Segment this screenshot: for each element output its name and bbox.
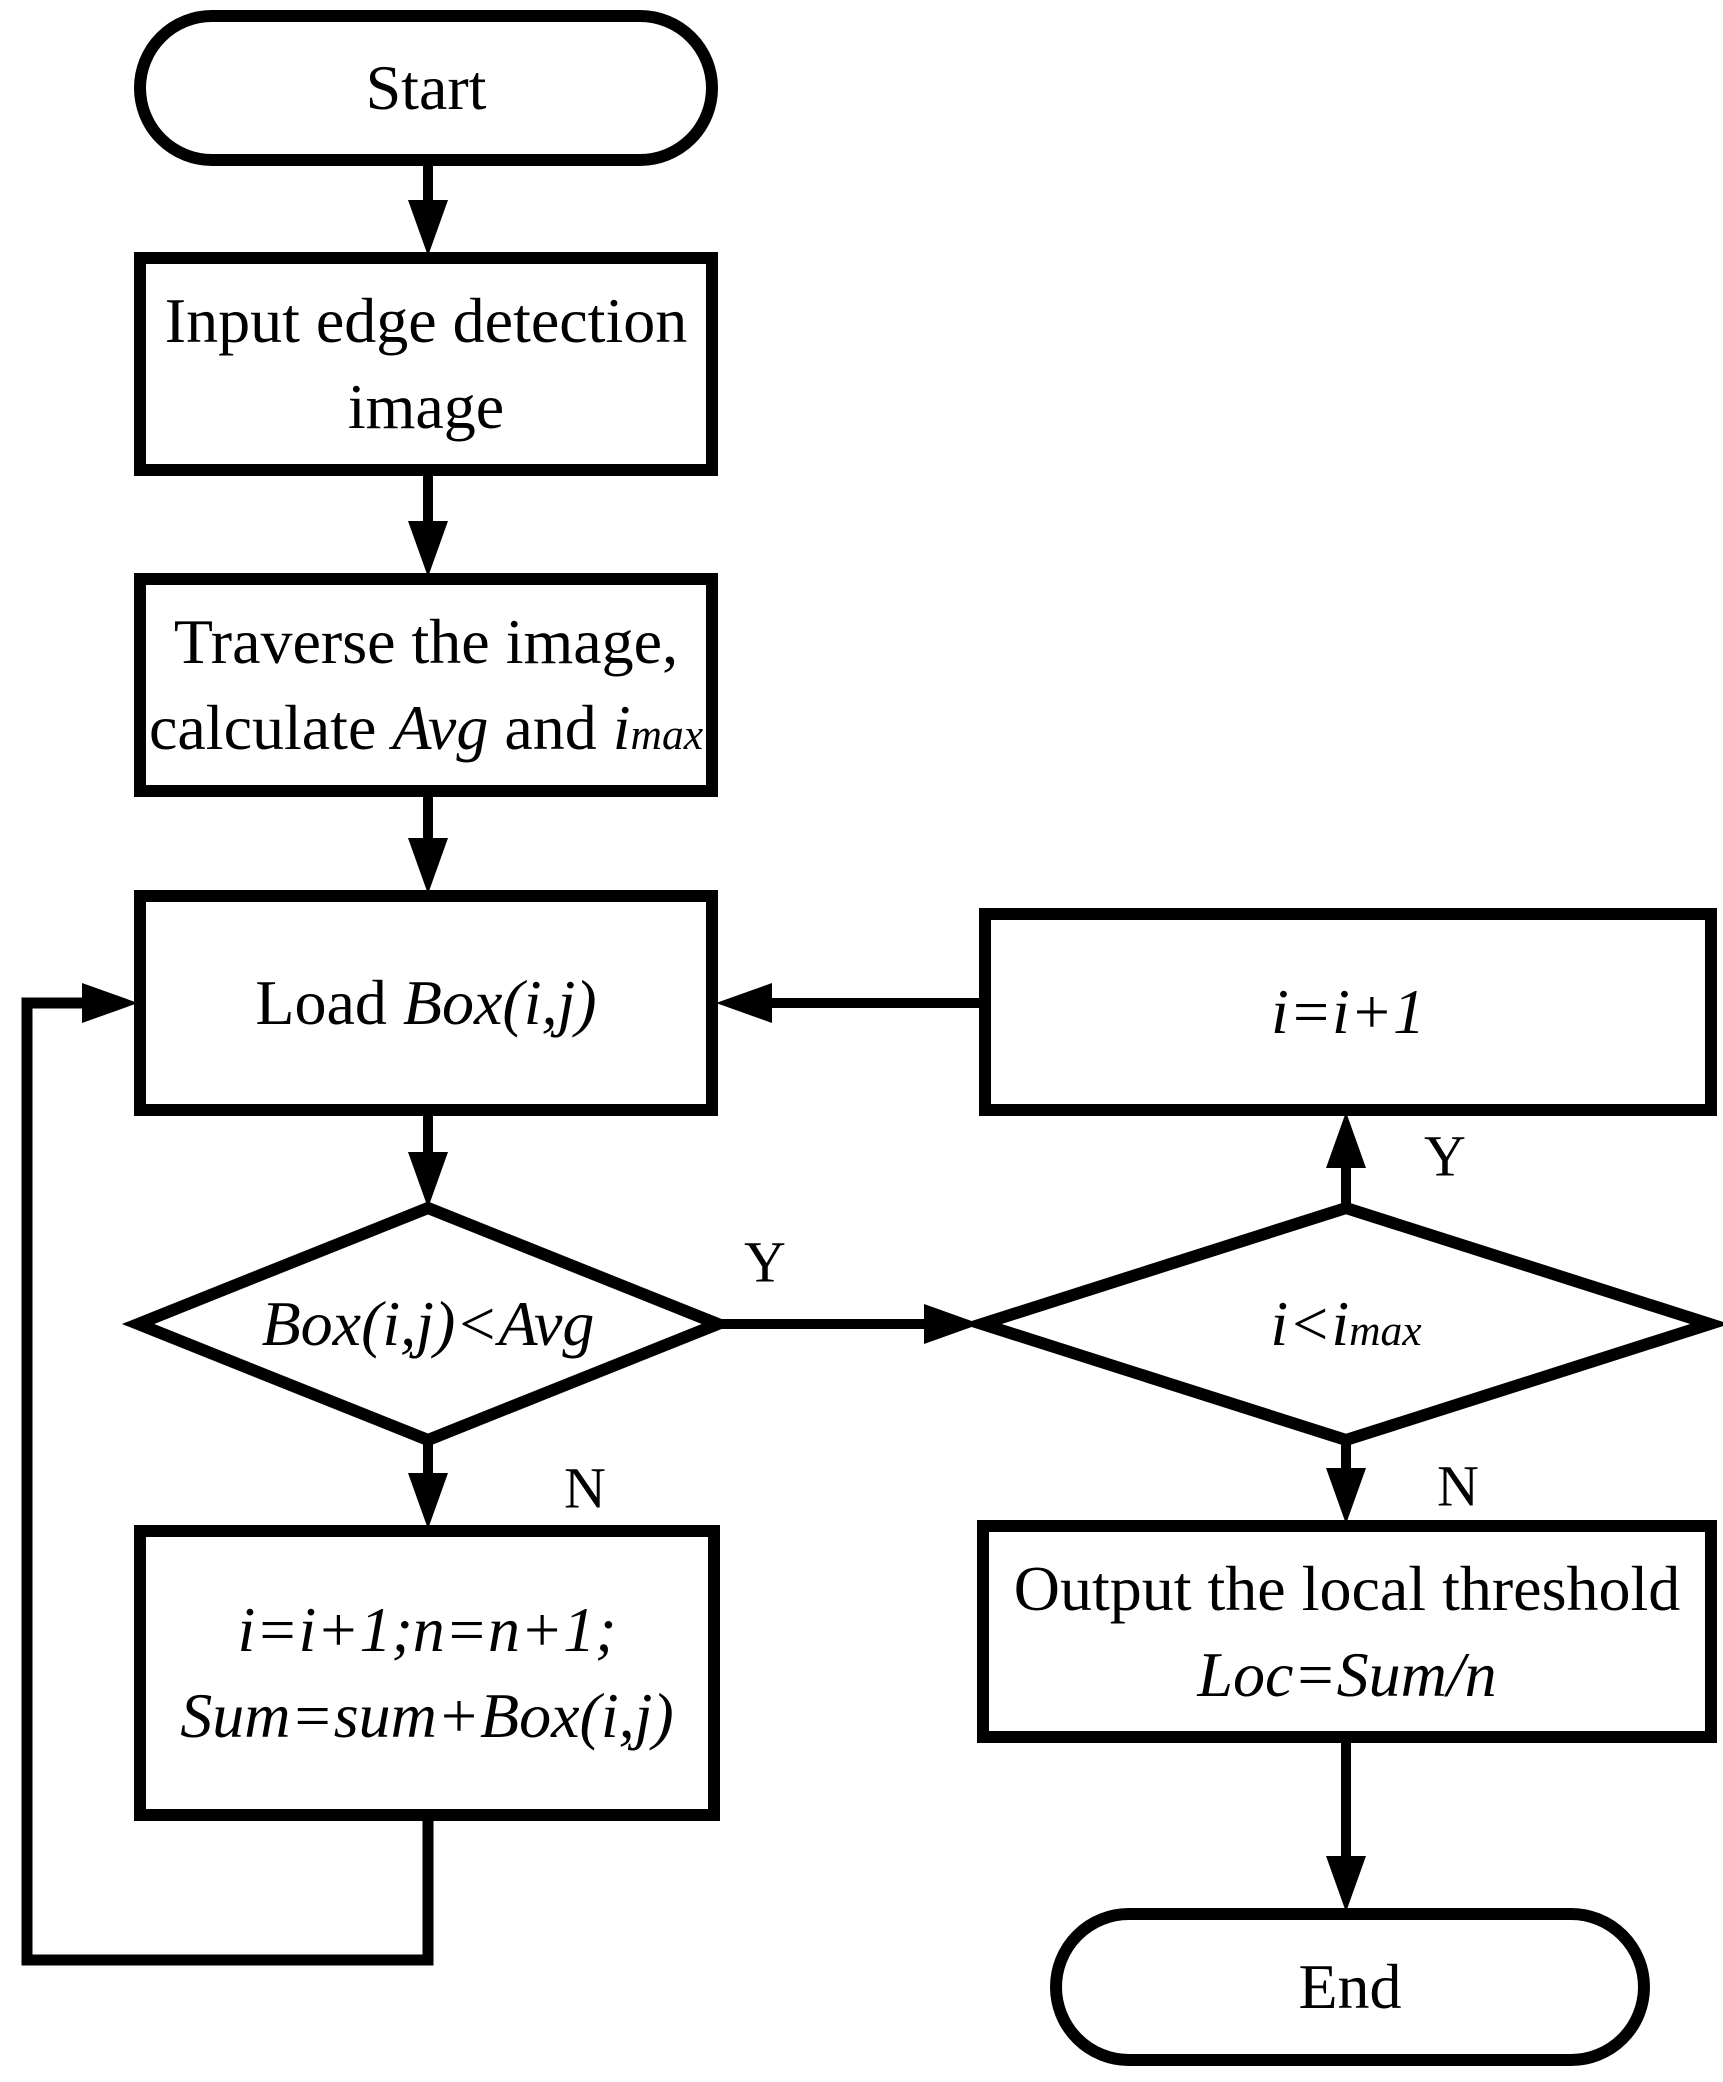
increment-process-shape — [979, 908, 1717, 1116]
loop-sum-to-load-line — [21, 997, 434, 1966]
label-decision-avg-yes: Y — [744, 1229, 786, 1295]
arrow-input-to-traverse-head — [408, 521, 448, 577]
arrow-decision-imax-no — [1326, 1440, 1366, 1524]
sum-process-shape — [134, 1525, 720, 1821]
end-terminator-shape — [1050, 1908, 1650, 2066]
label-decision-imax-no: N — [1437, 1453, 1479, 1519]
label-decision-imax-yes: Y — [1424, 1123, 1466, 1189]
arrow-output-to-end — [1326, 1737, 1366, 1912]
output-process-shape — [977, 1520, 1717, 1743]
arrow-increment-to-load — [716, 983, 985, 1023]
decision-avg-diamond-shape — [121, 1201, 735, 1447]
arrow-input-to-traverse — [408, 470, 448, 577]
arrow-decision-imax-yes-head — [1326, 1112, 1366, 1168]
arrow-start-to-input-head — [408, 200, 448, 256]
input-process-shape — [134, 252, 718, 476]
decision-imax-diamond-shape — [962, 1201, 1723, 1447]
arrow-load-to-decision-head — [408, 1152, 448, 1208]
arrow-output-to-end-head — [1326, 1856, 1366, 1912]
arrow-decision-imax-no-head — [1326, 1468, 1366, 1524]
arrow-decision-avg-yes-head — [924, 1304, 980, 1344]
start-terminator-shape — [134, 10, 718, 166]
load-process-shape — [134, 890, 718, 1116]
arrow-decision-avg-no — [408, 1440, 448, 1529]
arrow-traverse-to-load-head — [408, 838, 448, 894]
label-decision-avg-no: N — [564, 1455, 606, 1521]
loop-sum-to-load-head — [82, 983, 138, 1023]
arrow-decision-avg-no-head — [408, 1473, 448, 1529]
loop-sum-to-load — [21, 983, 434, 1966]
arrow-traverse-to-load — [408, 791, 448, 894]
arrow-start-to-input — [408, 160, 448, 256]
arrow-decision-avg-yes — [718, 1304, 980, 1344]
arrow-load-to-decision — [408, 1110, 448, 1208]
arrow-increment-to-load-head — [716, 983, 772, 1023]
arrow-decision-imax-yes — [1326, 1112, 1366, 1208]
traverse-process-shape — [134, 573, 718, 797]
